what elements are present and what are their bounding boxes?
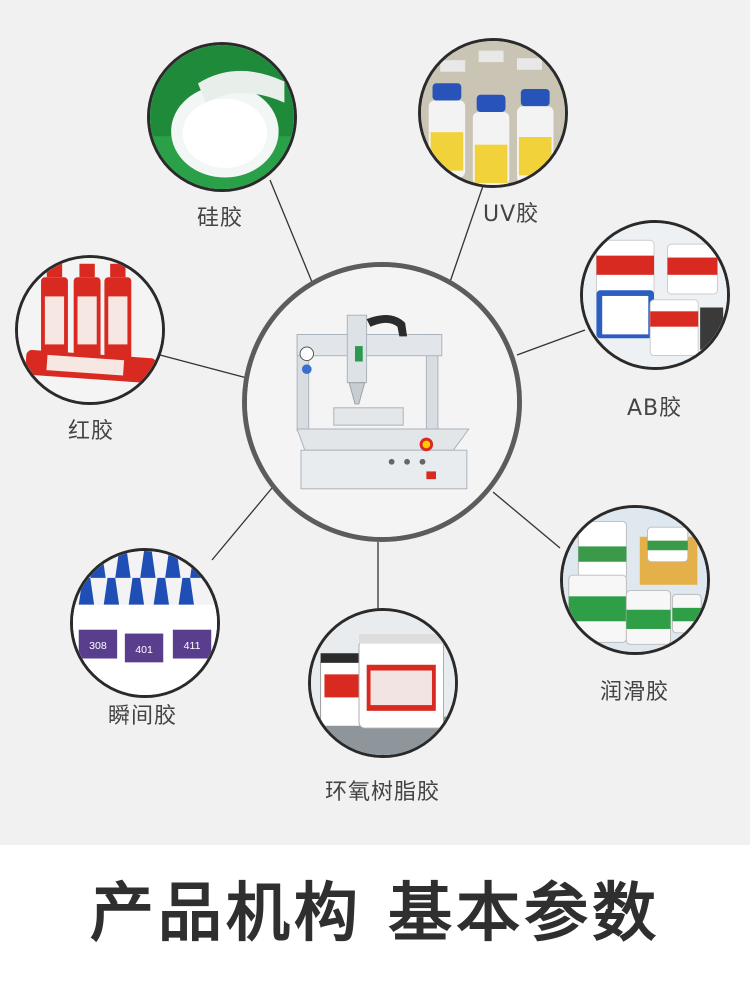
red-glue-image <box>15 255 165 405</box>
instant-glue-image: 308 401 411 <box>70 548 220 698</box>
label-uv: UV胶 <box>483 202 540 227</box>
ab-glue-image <box>580 220 730 370</box>
headline: 产品机构 基本参数 <box>89 877 661 951</box>
silicone-glue-image <box>147 42 297 192</box>
label-red: 红胶 <box>68 419 115 444</box>
label-ab: AB胶 <box>627 396 683 421</box>
svg-text:401: 401 <box>135 644 153 656</box>
dispensing-machine-image <box>242 262 522 542</box>
label-instant: 瞬间胶 <box>108 704 178 729</box>
label-epoxy: 环氧树脂胶 <box>325 780 441 805</box>
uv-glue-image <box>418 38 568 188</box>
epoxy-glue-image <box>308 608 458 758</box>
label-lubricant: 润滑胶 <box>600 680 670 705</box>
lubricant-image <box>560 505 710 655</box>
svg-text:308: 308 <box>89 640 107 652</box>
svg-text:411: 411 <box>184 640 201 652</box>
label-silicone: 硅胶 <box>197 206 244 231</box>
